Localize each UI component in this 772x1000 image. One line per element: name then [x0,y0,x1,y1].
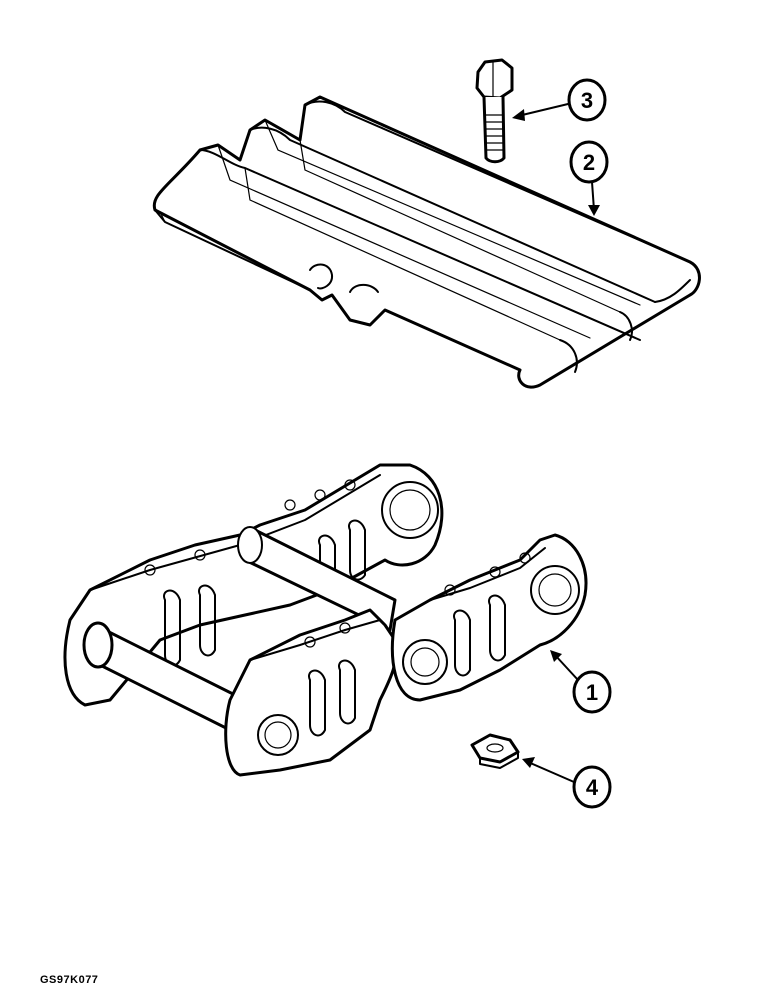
callout-1: 1 [550,650,612,714]
figure-reference-code: GS97K077 [40,974,99,986]
callout-label-2: 2 [583,150,595,175]
bolt [475,58,514,164]
track-link-assembly [63,463,588,777]
nut [470,733,520,769]
callout-3: 3 [512,78,607,122]
callout-2: 2 [569,140,609,216]
callout-4: 4 [522,757,612,809]
track-shoe-plate [152,95,701,389]
callout-label-4: 4 [586,775,599,800]
callout-label-3: 3 [581,88,593,113]
callout-label-1: 1 [586,680,598,705]
